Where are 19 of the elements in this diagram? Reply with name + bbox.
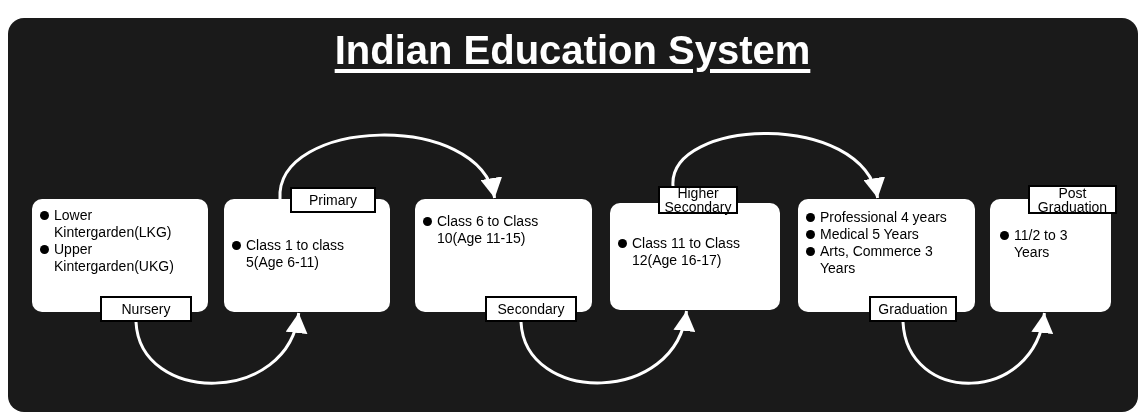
stage-label: Graduation xyxy=(869,296,957,322)
bullet-text: Professional 4 years xyxy=(820,209,947,225)
diagram-title: Indian Education System xyxy=(334,28,811,72)
bullet-text: Lower Kintergarden(LKG) xyxy=(54,207,172,240)
stage-label: Higher Secondary xyxy=(658,186,738,214)
curved-arrow xyxy=(519,310,693,385)
bullet-text: Arts, Commerce 3 Years xyxy=(820,243,933,276)
stage-label: Post Graduation xyxy=(1028,185,1117,214)
stage-label: Secondary xyxy=(485,296,577,322)
bullet-text: Upper Kintergarden(UKG) xyxy=(54,241,174,274)
bullet-text: Class 1 to class 5(Age 6-11) xyxy=(246,237,345,270)
curved-arrow xyxy=(671,132,882,199)
bullet-text: Class 6 to Class 10(Age 11-15) xyxy=(437,213,539,246)
bullet-text: 11/2 to 3 Years xyxy=(1014,227,1068,260)
stage-label: Nursery xyxy=(100,296,192,322)
curved-arrow xyxy=(134,312,305,385)
bullet-text: Medical 5 Years xyxy=(820,226,919,242)
curved-arrow xyxy=(901,312,1051,385)
bullet-text: Class 11 to Class 12(Age 16-17) xyxy=(632,235,740,268)
